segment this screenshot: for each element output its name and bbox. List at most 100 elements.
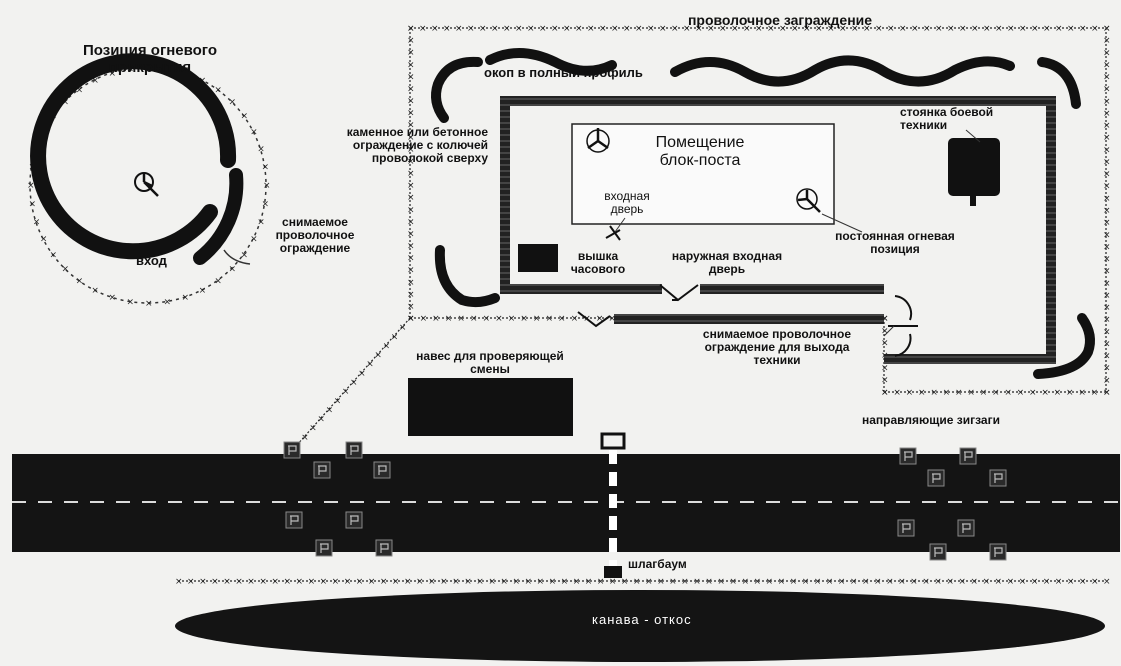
barbed-wire-symbol: × [1103, 339, 1111, 349]
barbed-wire-symbol: × [145, 299, 153, 309]
barbed-wire-symbol: × [766, 577, 774, 587]
barbed-wire-symbol: × [1103, 60, 1111, 70]
barbed-wire-symbol: × [383, 341, 391, 351]
barbed-wire-symbol: × [452, 577, 460, 587]
barbed-wire-symbol: × [407, 24, 415, 34]
barbed-wire-symbol: × [1031, 577, 1039, 587]
barbed-wire-symbol: × [1103, 145, 1111, 155]
barbed-wire-symbol: × [887, 24, 895, 34]
barbed-wire-symbol: × [1103, 206, 1111, 216]
barbed-wire-symbol: × [127, 64, 135, 74]
barbed-wire-symbol: × [407, 193, 415, 203]
barbed-wire-symbol: × [803, 24, 811, 34]
label-wire-fence: проволочное заграждение [687, 12, 873, 28]
barbed-wire-symbol: × [717, 577, 725, 587]
barbed-wire-symbol: × [983, 24, 991, 34]
barbed-wire-symbol: × [561, 577, 569, 587]
barbed-wire-symbol: × [407, 36, 415, 46]
barbed-wire-symbol: × [1103, 36, 1111, 46]
barbed-wire-symbol: × [1007, 24, 1015, 34]
barbed-wire-symbol: × [525, 577, 533, 587]
barbed-wire-symbol: × [1091, 388, 1099, 398]
barbed-wire-symbol: × [1043, 577, 1051, 587]
barbed-wire-symbol: × [235, 577, 243, 587]
barbed-wire-symbol: × [790, 577, 798, 587]
barbed-wire-symbol: × [1007, 577, 1015, 587]
vehicle-parking [948, 138, 1000, 206]
barbed-wire-symbol: × [683, 24, 691, 34]
stone-fence [500, 96, 1056, 364]
barbed-wire-symbol: × [980, 388, 988, 398]
barbed-wire-symbol: × [573, 577, 581, 587]
barbed-wire-symbol: × [838, 577, 846, 587]
barbed-wire-symbol: × [440, 577, 448, 587]
barbed-wire-symbol: × [549, 577, 557, 587]
barbed-wire-symbol: × [326, 405, 334, 415]
barbed-wire-symbol: × [317, 415, 325, 425]
barbed-wire-symbol: × [934, 577, 942, 587]
barbed-wire-symbol: × [495, 314, 503, 324]
barbed-wire-symbol: × [470, 314, 478, 324]
barbed-wire-symbol: × [705, 577, 713, 587]
barbed-wire-symbol: × [563, 24, 571, 34]
barbed-wire-symbol: × [778, 577, 786, 587]
zigzag-block [313, 461, 331, 479]
barbed-wire-symbol: × [407, 133, 415, 143]
barbed-wire-symbol: × [404, 577, 412, 587]
building [571, 123, 835, 225]
barbed-wire-symbol: × [881, 314, 889, 324]
barbed-wire-symbol: × [1103, 242, 1111, 252]
zigzag-block [959, 447, 977, 465]
barbed-wire-symbol: × [911, 24, 919, 34]
barbed-wire-symbol: × [1019, 24, 1027, 34]
barbed-wire-symbol: × [271, 577, 279, 587]
barbed-wire-symbol: × [1019, 577, 1027, 587]
barbed-wire-symbol: × [815, 24, 823, 34]
watchtower [518, 244, 558, 272]
barbed-wire-symbol: × [309, 424, 317, 434]
barbed-wire-symbol: × [982, 577, 990, 587]
barbed-wire-symbol: × [374, 351, 382, 361]
barbed-wire-symbol: × [407, 314, 415, 324]
barbed-wire-symbol: × [350, 378, 358, 388]
barrier [600, 432, 626, 578]
barbed-wire-symbol: × [407, 72, 415, 82]
barbed-wire-symbol: × [1103, 109, 1111, 119]
barbed-wire-symbol: × [109, 293, 117, 303]
barbed-wire-symbol: × [971, 24, 979, 34]
barbed-wire-symbol: × [1103, 170, 1111, 180]
barbed-wire-symbol: × [240, 250, 248, 260]
barbed-wire-symbol: × [488, 577, 496, 587]
barbed-wire-symbol: × [992, 388, 1000, 398]
barbed-wire-symbol: × [886, 577, 894, 587]
barbed-wire-symbol: × [356, 577, 364, 587]
barbed-wire-symbol: × [1103, 255, 1111, 265]
weapon-position-icon [584, 126, 612, 154]
barbed-wire-symbol: × [228, 264, 236, 274]
label-guide-zigzags: направляющие зигзаги [862, 413, 1000, 427]
barbed-wire-symbol: × [881, 326, 889, 336]
barbed-wire-symbol: × [283, 577, 291, 587]
barbed-wire-symbol: × [571, 314, 579, 324]
barbed-wire-symbol: × [881, 376, 889, 386]
barbed-wire-symbol: × [645, 577, 653, 587]
barbed-wire-symbol: × [358, 369, 366, 379]
barbed-wire-symbol: × [76, 276, 84, 286]
barbed-wire-symbol: × [611, 24, 619, 34]
barbed-wire-symbol: × [767, 24, 775, 34]
barbed-wire-symbol: × [250, 127, 258, 137]
barbed-wire-symbol: × [1103, 267, 1111, 277]
barbed-wire-symbol: × [407, 157, 415, 167]
diagonal-wire-fence: ××××××××××××××× [293, 314, 415, 452]
barbed-wire-symbol: × [875, 24, 883, 34]
label-entrance: вход [136, 253, 167, 268]
label-removable-wire-vehicle: снимаемое проволочное ограждение для вых… [702, 327, 852, 367]
label-inspection-shelter: навес для проверяющей смены [416, 349, 564, 376]
barbed-wire-symbol: × [862, 577, 870, 587]
barbed-wire-symbol: × [50, 250, 58, 260]
barbed-wire-symbol: × [791, 24, 799, 34]
barbed-wire-symbol: × [127, 298, 135, 308]
barbed-wire-symbol: × [935, 24, 943, 34]
barbed-wire-symbol: × [671, 24, 679, 34]
